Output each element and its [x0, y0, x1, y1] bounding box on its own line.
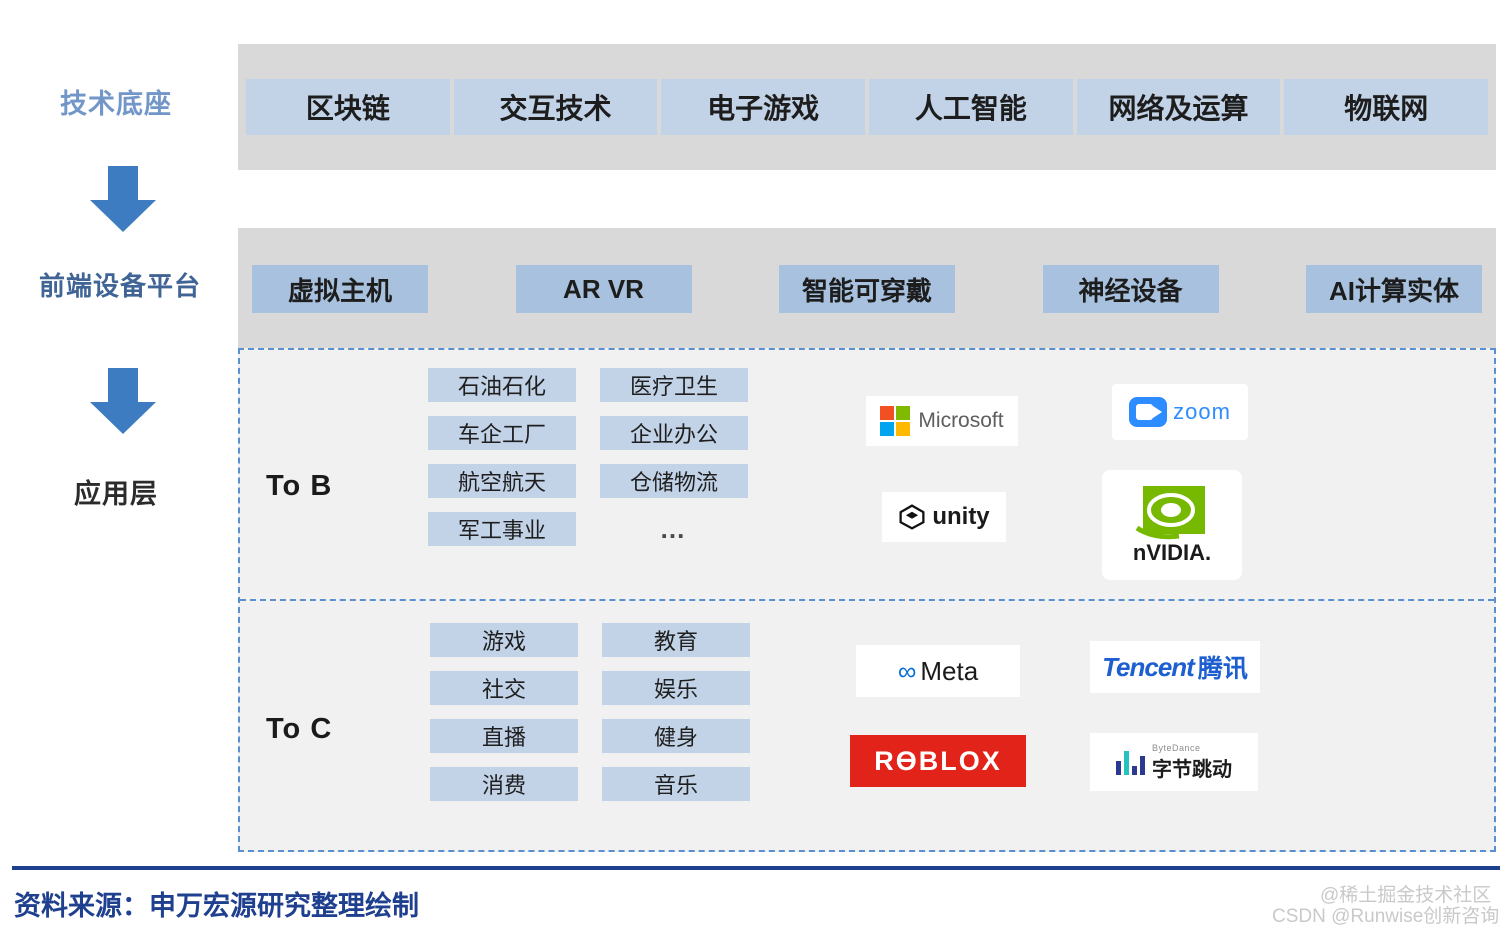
- down-arrow-icon: [90, 368, 156, 434]
- frontend-platform-band: 虚拟主机 AR VR 智能可穿戴 神经设备 AI计算实体: [238, 228, 1496, 350]
- section-to-c: To C 游戏 教育 社交 娱乐 直播 健身 消费 音乐 ∞ Meta Tenc…: [240, 599, 1494, 850]
- toc-chip-consumption[interactable]: 消费: [430, 767, 578, 801]
- to-c-logo-area: ∞ Meta Tencent 腾讯 RƟBLOX ByteDan: [840, 623, 1470, 838]
- bytedance-bars-icon: [1116, 749, 1145, 775]
- microsoft-wordmark: Microsoft: [918, 409, 1004, 432]
- logo-zoom: zoom: [1112, 384, 1248, 440]
- application-layer-box: To B 石油石化 医疗卫生 车企工厂 企业办公 航空航天 仓储物流 军工事业 …: [238, 348, 1496, 852]
- zoom-wordmark: zoom: [1173, 399, 1231, 424]
- logo-meta: ∞ Meta: [856, 645, 1020, 697]
- layer-label-tech-base: 技术底座: [60, 89, 172, 119]
- source-note: 资料来源：申万宏源研究整理绘制: [14, 891, 419, 921]
- layer-label-frontend-platform: 前端设备平台: [38, 271, 201, 301]
- to-b-logo-area: Microsoft zoom unity: [850, 372, 1470, 587]
- device-chip-smart-wearable[interactable]: 智能可穿戴: [779, 265, 955, 313]
- bytedance-wordmark-en: ByteDance: [1152, 742, 1201, 753]
- tob-chip-auto-factory[interactable]: 车企工厂: [428, 416, 576, 450]
- nvidia-eye-icon: [1135, 486, 1205, 540]
- meta-infinity-icon: ∞: [897, 655, 916, 686]
- logo-nvidia: nVIDIA.: [1102, 470, 1242, 580]
- device-chip-virtual-host[interactable]: 虚拟主机: [252, 265, 428, 313]
- toc-chip-fitness[interactable]: 健身: [602, 719, 750, 753]
- tob-chip-oil-petro[interactable]: 石油石化: [428, 368, 576, 402]
- unity-cube-icon: [899, 504, 925, 530]
- logo-unity: unity: [882, 492, 1006, 542]
- watermark-juejin: @稀土掘金技术社区: [1320, 885, 1492, 906]
- tech-base-band: 区块链 交互技术 电子游戏 人工智能 网络及运算 物联网: [238, 44, 1496, 170]
- watermark-csdn: CSDN @Runwise创新咨询: [1272, 906, 1500, 927]
- tencent-wordmark-cn: 腾讯: [1197, 655, 1248, 683]
- logo-bytedance: ByteDance 字节跳动: [1090, 733, 1258, 791]
- section-title-to-c: To C: [266, 713, 333, 745]
- toc-chip-livestream[interactable]: 直播: [430, 719, 578, 753]
- toc-chip-entertainment[interactable]: 娱乐: [602, 671, 750, 705]
- tob-chip-enterprise-office[interactable]: 企业办公: [600, 416, 748, 450]
- toc-chip-games[interactable]: 游戏: [430, 623, 578, 657]
- zoom-camera-icon: [1129, 397, 1168, 427]
- device-chip-neural-device[interactable]: 神经设备: [1042, 265, 1219, 313]
- microsoft-squares-icon: [880, 406, 911, 436]
- tob-chip-warehouse-logistics[interactable]: 仓储物流: [600, 464, 748, 498]
- tech-chip-video-games[interactable]: 电子游戏: [661, 79, 866, 135]
- toc-chip-social[interactable]: 社交: [430, 671, 578, 705]
- down-arrow-icon: [90, 166, 156, 232]
- tob-chip-defense[interactable]: 军工事业: [428, 512, 576, 546]
- tech-chip-blockchain[interactable]: 区块链: [246, 79, 450, 135]
- logo-tencent: Tencent 腾讯: [1090, 641, 1260, 693]
- unity-wordmark: unity: [932, 503, 990, 530]
- toc-chip-education[interactable]: 教育: [602, 623, 750, 657]
- tech-chip-iot[interactable]: 物联网: [1284, 79, 1489, 135]
- meta-wordmark: Meta: [920, 655, 979, 686]
- to-c-chip-grid: 游戏 教育 社交 娱乐 直播 健身 消费 音乐: [430, 623, 750, 801]
- tob-chip-healthcare[interactable]: 医疗卫生: [600, 368, 748, 402]
- logo-roblox: RƟBLOX: [850, 735, 1026, 787]
- bytedance-wordmark-cn: 字节跳动: [1152, 758, 1232, 781]
- logo-microsoft: Microsoft: [866, 396, 1018, 446]
- tech-chip-network-compute[interactable]: 网络及运算: [1076, 79, 1281, 135]
- layer-label-application: 应用层: [74, 479, 158, 509]
- footer-divider: [12, 866, 1500, 870]
- nvidia-wordmark: nVIDIA.: [1132, 540, 1212, 565]
- tech-chip-interaction[interactable]: 交互技术: [453, 79, 658, 135]
- to-b-chip-grid: 石油石化 医疗卫生 车企工厂 企业办公 航空航天 仓储物流 军工事业 …: [428, 368, 748, 546]
- section-title-to-b: To B: [266, 470, 333, 502]
- device-chip-ai-compute[interactable]: AI计算实体: [1306, 265, 1482, 313]
- section-to-b: To B 石油石化 医疗卫生 车企工厂 企业办公 航空航天 仓储物流 军工事业 …: [240, 350, 1494, 599]
- tech-chip-ai[interactable]: 人工智能: [869, 79, 1073, 135]
- device-chip-ar-vr[interactable]: AR VR: [515, 265, 692, 313]
- roblox-wordmark: RƟBLOX: [874, 745, 1002, 776]
- tencent-wordmark: Tencent: [1102, 651, 1195, 682]
- toc-chip-music[interactable]: 音乐: [602, 767, 750, 801]
- tob-chip-ellipsis: …: [659, 513, 689, 544]
- tob-chip-aerospace[interactable]: 航空航天: [428, 464, 576, 498]
